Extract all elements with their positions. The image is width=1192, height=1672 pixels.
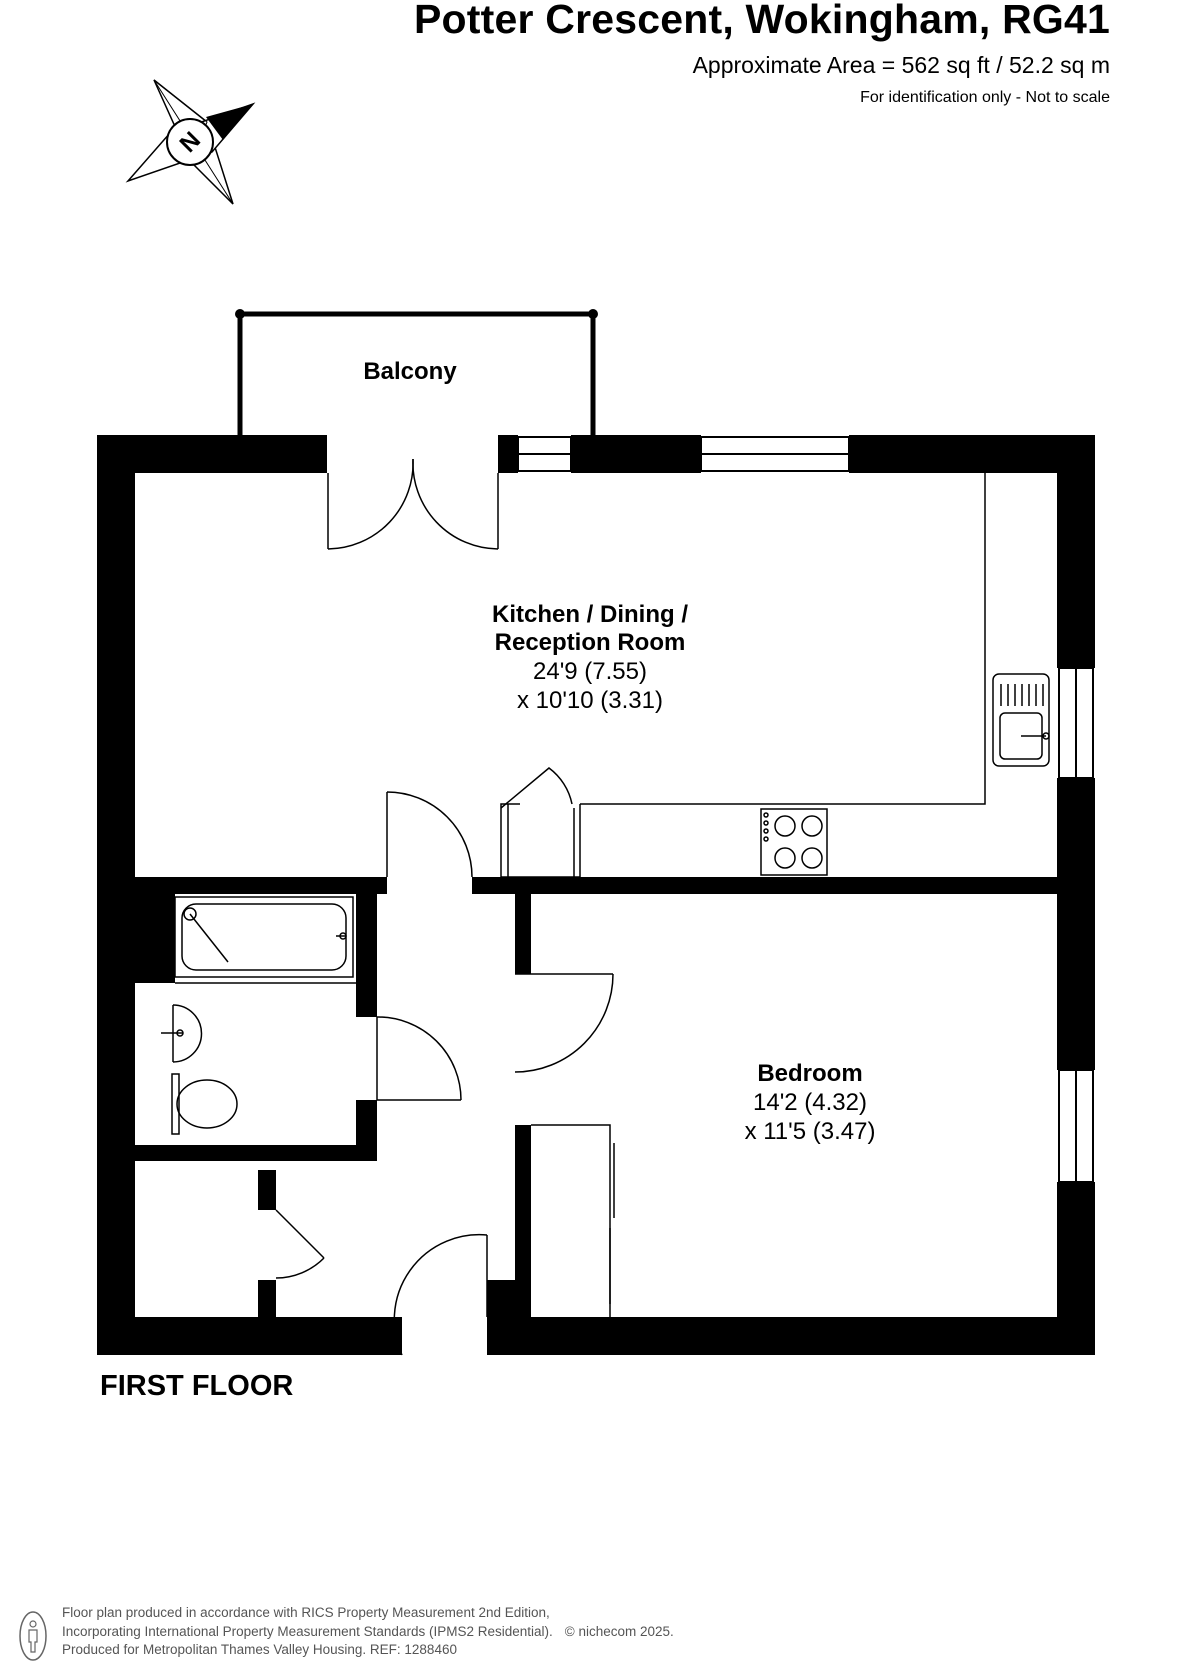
- outer-walls: [97, 435, 1095, 1355]
- kitchen-dimensions-line2: x 10'10 (3.31): [516, 687, 663, 714]
- footer-line2-text: Incorporating International Property Mea…: [62, 1623, 553, 1639]
- entrance-door: [393, 1233, 488, 1356]
- footer-notes: Floor plan produced in accordance with R…: [62, 1604, 674, 1660]
- bedroom-dimensions-line2: x 11'5 (3.47): [744, 1118, 876, 1145]
- sink-icon: [992, 673, 1050, 767]
- toilet-icon: [171, 1073, 238, 1135]
- wardrobe: [531, 1124, 615, 1317]
- bedroom-name: Bedroom: [757, 1060, 863, 1087]
- bathroom-door: [376, 1016, 462, 1101]
- bedroom-dimensions-line1: 14'2 (4.32): [753, 1089, 867, 1116]
- footer-line1: Floor plan produced in accordance with R…: [62, 1605, 550, 1620]
- kitchen-dimensions-line1: 24'9 (7.55): [533, 658, 647, 685]
- compass-north-icon: N: [125, 79, 256, 205]
- kitchen-worktop: [500, 473, 986, 878]
- balcony-outline: [235, 309, 598, 472]
- person-scale-icon: [19, 1611, 47, 1661]
- balcony-label: Balcony: [330, 358, 490, 386]
- approximate-area: Approximate Area = 562 sq ft / 52.2 sq m: [692, 52, 1110, 78]
- cupboard-door: [275, 1209, 325, 1279]
- washbasin-icon: [161, 1004, 203, 1063]
- balcony-name: Balcony: [363, 358, 457, 385]
- footer-line3: Produced for Metropolitan Thames Valley …: [62, 1642, 457, 1657]
- kitchen-name-line2: Reception Room: [494, 629, 686, 656]
- kitchen-label: Kitchen / Dining / Reception Room 24'9 (…: [440, 601, 740, 715]
- hob-icon: [760, 808, 828, 876]
- disclaimer-note: For identification only - Not to scale: [860, 89, 1110, 106]
- bedroom-door: [514, 973, 614, 1073]
- floor-label: FIRST FLOOR: [100, 1370, 294, 1402]
- balcony-doors: [327, 458, 499, 550]
- internal-walls: [135, 877, 1057, 1317]
- plan-title: Potter Crescent, Wokingham, RG41: [414, 0, 1110, 42]
- windows: [517, 436, 1094, 1183]
- footer-copyright: © nichecom 2025.: [564, 1623, 674, 1639]
- footer-line2: Incorporating International Property Mea…: [62, 1623, 674, 1642]
- kitchen-name-line1: Kitchen / Dining /: [492, 601, 688, 628]
- kitchen-door: [386, 791, 473, 878]
- bath-icon: [174, 896, 354, 978]
- bedroom-label: Bedroom 14'2 (4.32) x 11'5 (3.47): [700, 1060, 920, 1146]
